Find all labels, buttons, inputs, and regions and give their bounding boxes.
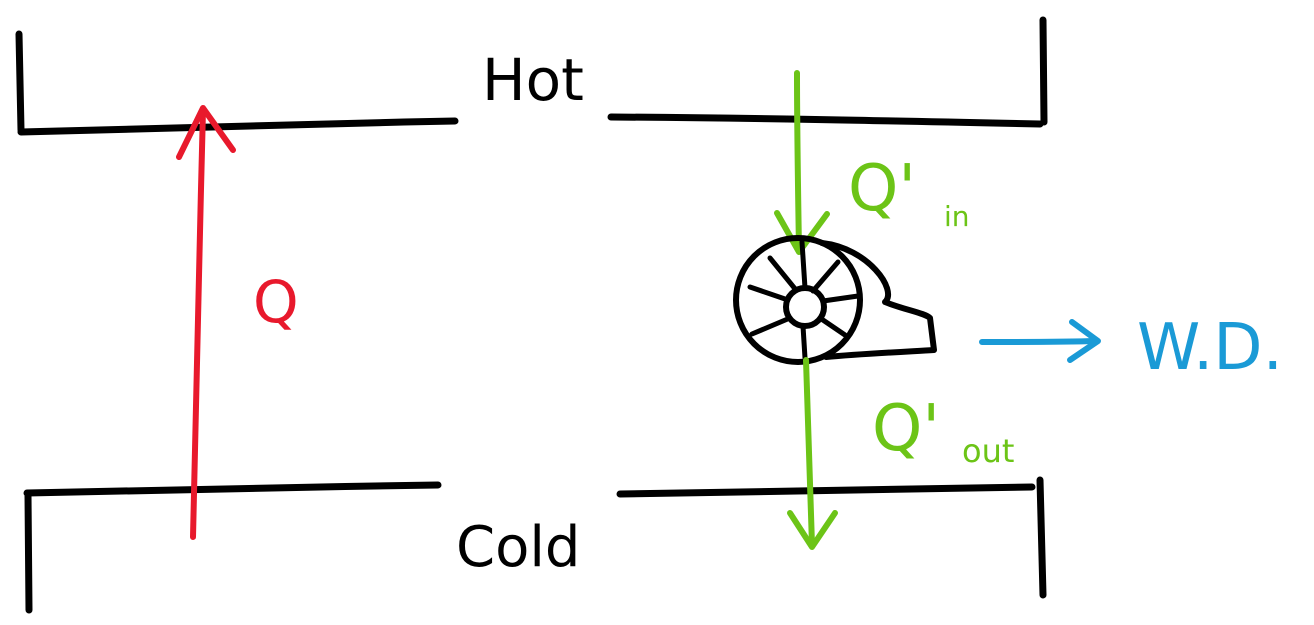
hot-reservoir: [15, 16, 1048, 136]
heat-flow-arrow: [176, 105, 236, 540]
q-out-label: Q': [872, 392, 940, 466]
hot-reservoir-left-floor: [17, 117, 459, 136]
turbine-blades: [747, 239, 861, 361]
cold-reservoir: [23, 476, 1047, 614]
cold-reservoir-right-ceiling: [616, 483, 1036, 498]
turbine-icon: [733, 235, 937, 365]
turbine-rotor: [733, 235, 863, 365]
heat-flow-arrow-shaft: [190, 107, 206, 540]
turbine-hub: [783, 285, 827, 329]
q-in-label: Q': [848, 152, 916, 226]
cold-label: Cold: [456, 515, 580, 580]
cold-reservoir-left-ceiling: [23, 481, 442, 497]
cold-reservoir-left-wall: [24, 491, 33, 614]
q-out-arrowhead: [787, 510, 838, 550]
q-label: Q: [253, 268, 299, 336]
work-output-arrow-shaft: [979, 338, 1100, 345]
heat-flow-arrowhead: [176, 105, 236, 160]
cold-reservoir-right-wall: [1036, 476, 1047, 599]
hot-label: Hot: [482, 46, 584, 114]
q-out-subscript: out: [962, 432, 1014, 470]
work-output-arrowhead: [1067, 319, 1101, 363]
q-out-arrow-shaft: [803, 357, 815, 548]
hot-reservoir-left-wall: [15, 30, 25, 134]
q-out-arrow: [787, 357, 838, 550]
work-done-label: W.D.: [1137, 311, 1283, 385]
work-output-arrow: [979, 319, 1101, 363]
hot-reservoir-right-floor: [607, 113, 1044, 128]
q-in-subscript: in: [944, 200, 970, 233]
hot-reservoir-right-wall: [1039, 16, 1048, 126]
q-in-arrow: [774, 70, 830, 255]
q-in-arrow-shaft: [794, 70, 802, 253]
q-in-arrowhead: [774, 210, 830, 255]
turbine-housing: [819, 240, 937, 360]
